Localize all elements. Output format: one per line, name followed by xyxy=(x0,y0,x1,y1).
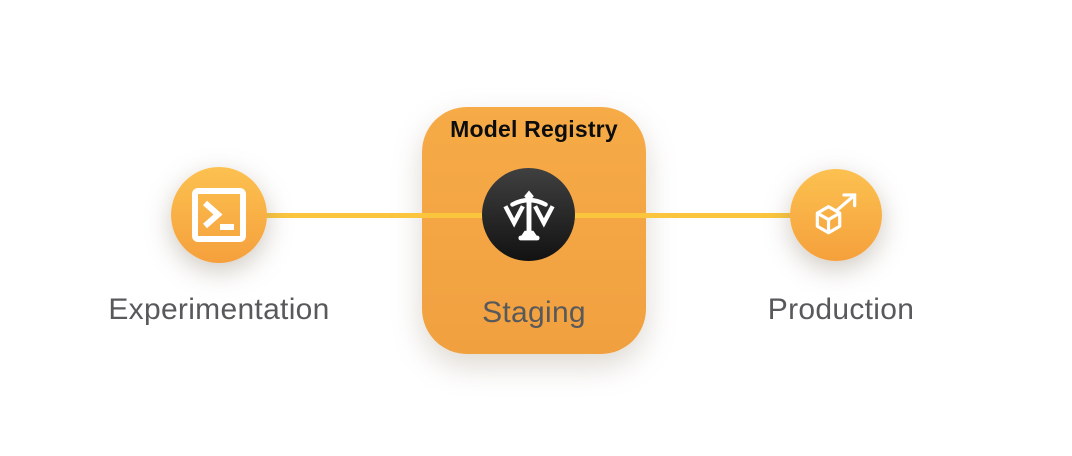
production-node xyxy=(790,169,882,261)
staging-node xyxy=(482,168,575,261)
stage-label-staging: Staging xyxy=(482,296,586,329)
terminal-icon xyxy=(190,186,248,244)
stage-label-production: Production xyxy=(767,293,915,326)
cube-launch-icon xyxy=(808,187,864,243)
model-registry-title: Model Registry xyxy=(450,116,618,142)
experimentation-node xyxy=(171,167,267,263)
balance-scale-icon xyxy=(501,187,557,243)
stage-label-experimentation: Experimentation xyxy=(108,293,330,326)
